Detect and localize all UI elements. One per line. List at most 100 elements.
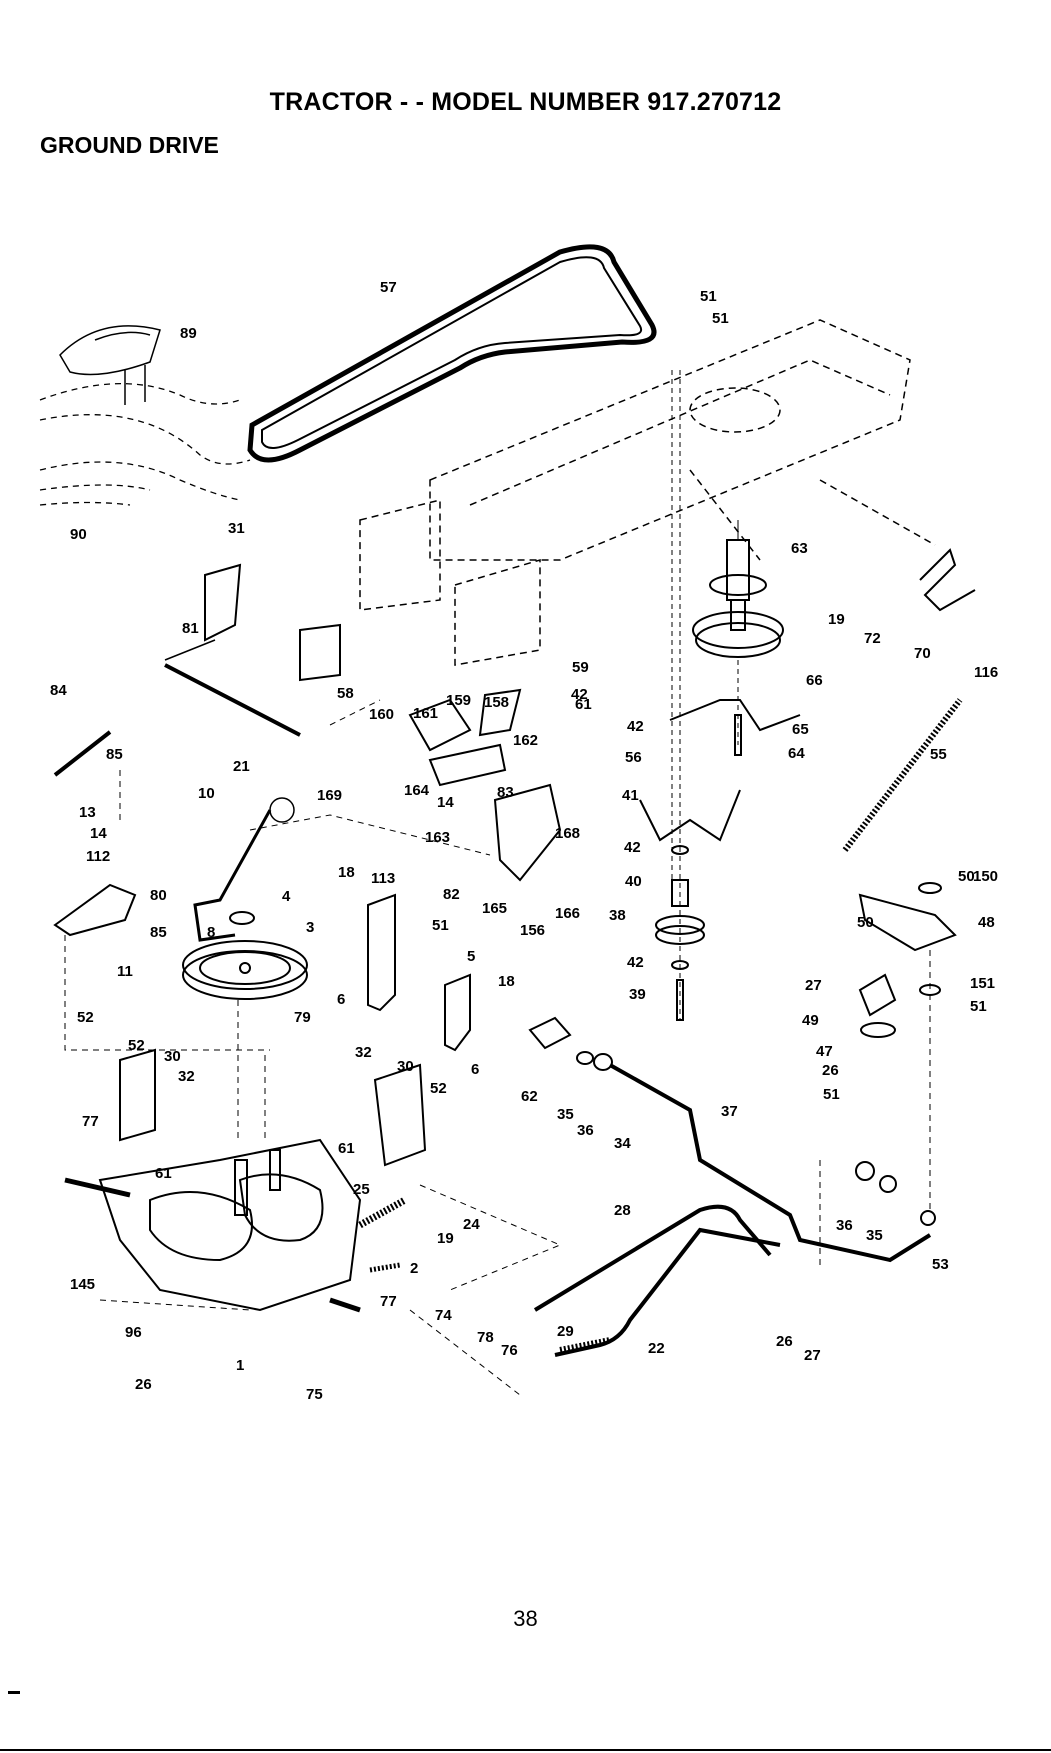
callout: 90 xyxy=(70,526,87,543)
callout: 14 xyxy=(437,794,454,811)
callout: 42 xyxy=(627,718,644,735)
callout: 51 xyxy=(700,288,717,305)
callout: 6 xyxy=(471,1061,479,1078)
callout: 82 xyxy=(443,886,460,903)
spring-55 xyxy=(842,698,963,852)
callout: 18 xyxy=(338,864,355,881)
idler-bracket-41 xyxy=(639,789,741,842)
callout: 158 xyxy=(484,694,509,711)
section-title: GROUND DRIVE xyxy=(40,132,219,158)
callout: 32 xyxy=(178,1068,195,1085)
fender-outline xyxy=(39,382,251,506)
callout: 22 xyxy=(648,1340,665,1357)
callout: 14 xyxy=(90,825,107,842)
callout: 65 xyxy=(792,721,809,738)
bracket-70 xyxy=(919,548,976,612)
callout: 64 xyxy=(788,745,805,762)
callout: 145 xyxy=(70,1276,95,1293)
callout: 26 xyxy=(776,1333,793,1350)
callout: 51 xyxy=(712,310,729,327)
callout: 162 xyxy=(513,732,538,749)
callout: 53 xyxy=(932,1256,949,1273)
callout: 24 xyxy=(463,1216,480,1233)
callout: 42 xyxy=(624,839,641,856)
callout: 50 xyxy=(958,868,975,885)
callout: 165 xyxy=(482,900,507,917)
callout: 76 xyxy=(501,1342,518,1359)
callout: 56 xyxy=(625,749,642,766)
callout: 42 xyxy=(571,686,588,703)
callout: 3 xyxy=(306,919,314,936)
callout: 84 xyxy=(50,682,67,699)
bracket-48 xyxy=(858,893,957,952)
callout: 51 xyxy=(823,1086,840,1103)
callout: 77 xyxy=(82,1113,99,1130)
callout: 50 xyxy=(857,914,874,931)
callout: 66 xyxy=(806,672,823,689)
callout: 51 xyxy=(432,917,449,934)
callout: 77 xyxy=(380,1293,397,1310)
corner-mark xyxy=(8,1691,20,1694)
callout: 164 xyxy=(404,782,430,799)
page-number: 38 xyxy=(513,1606,538,1631)
bottom-rule xyxy=(0,1749,1051,1751)
callout: 112 xyxy=(86,848,110,865)
callout: 96 xyxy=(125,1324,142,1341)
callout: 74 xyxy=(435,1307,452,1324)
rod-34 xyxy=(609,1063,932,1263)
callout: 10 xyxy=(198,785,215,802)
callout: 27 xyxy=(804,1347,821,1364)
callout: 52 xyxy=(77,1009,94,1026)
callout: 168 xyxy=(555,825,580,842)
callout: 30 xyxy=(164,1048,181,1065)
callout: 80 xyxy=(150,887,167,904)
callout: 79 xyxy=(294,1009,311,1026)
callout: 55 xyxy=(930,746,947,763)
callout: 2 xyxy=(410,1260,418,1277)
callout: 70 xyxy=(914,645,931,662)
callout: 4 xyxy=(282,888,291,905)
shift-lever-8 xyxy=(193,809,272,942)
pulley-63 xyxy=(692,539,784,658)
callout: 36 xyxy=(836,1217,853,1234)
shaft-81 xyxy=(164,663,301,737)
bracket-30-right xyxy=(373,1063,427,1167)
callout: 29 xyxy=(557,1323,574,1340)
callout: 85 xyxy=(106,746,123,763)
callout: 156 xyxy=(520,922,545,939)
callout: 40 xyxy=(625,873,642,890)
callout: 34 xyxy=(614,1135,631,1152)
callout: 78 xyxy=(477,1329,494,1346)
callout: 59 xyxy=(572,659,589,676)
page-title: TRACTOR - - MODEL NUMBER 917.270712 xyxy=(269,88,782,116)
callout: 42 xyxy=(627,954,644,971)
callout: 166 xyxy=(555,905,580,922)
callout: 61 xyxy=(575,696,592,713)
idler-arm-66 xyxy=(669,699,801,732)
callout: 1 xyxy=(236,1357,244,1374)
bracket-58 xyxy=(299,623,341,682)
seat xyxy=(59,325,161,405)
callout: 52 xyxy=(430,1080,447,1097)
frame xyxy=(359,319,936,666)
spring-25 xyxy=(358,1196,407,1229)
drive-belt xyxy=(247,244,657,463)
callout: 113 xyxy=(371,870,395,887)
callout: 37 xyxy=(721,1103,738,1120)
callout: 19 xyxy=(437,1230,454,1247)
callout: 32 xyxy=(355,1044,372,1061)
bracket-49 xyxy=(858,973,897,1017)
spring-2 xyxy=(369,1262,401,1273)
callout: 72 xyxy=(864,630,881,647)
callout: 163 xyxy=(425,829,450,846)
callout: 31 xyxy=(228,520,245,537)
callout: 52 xyxy=(128,1037,145,1054)
callout: 11 xyxy=(117,963,133,980)
callout: 8 xyxy=(207,924,215,941)
callout: 63 xyxy=(791,540,808,557)
callout: 62 xyxy=(521,1088,538,1105)
callout: 36 xyxy=(577,1122,594,1139)
callout: 18 xyxy=(498,973,515,990)
brake-arm-84 xyxy=(53,730,112,777)
